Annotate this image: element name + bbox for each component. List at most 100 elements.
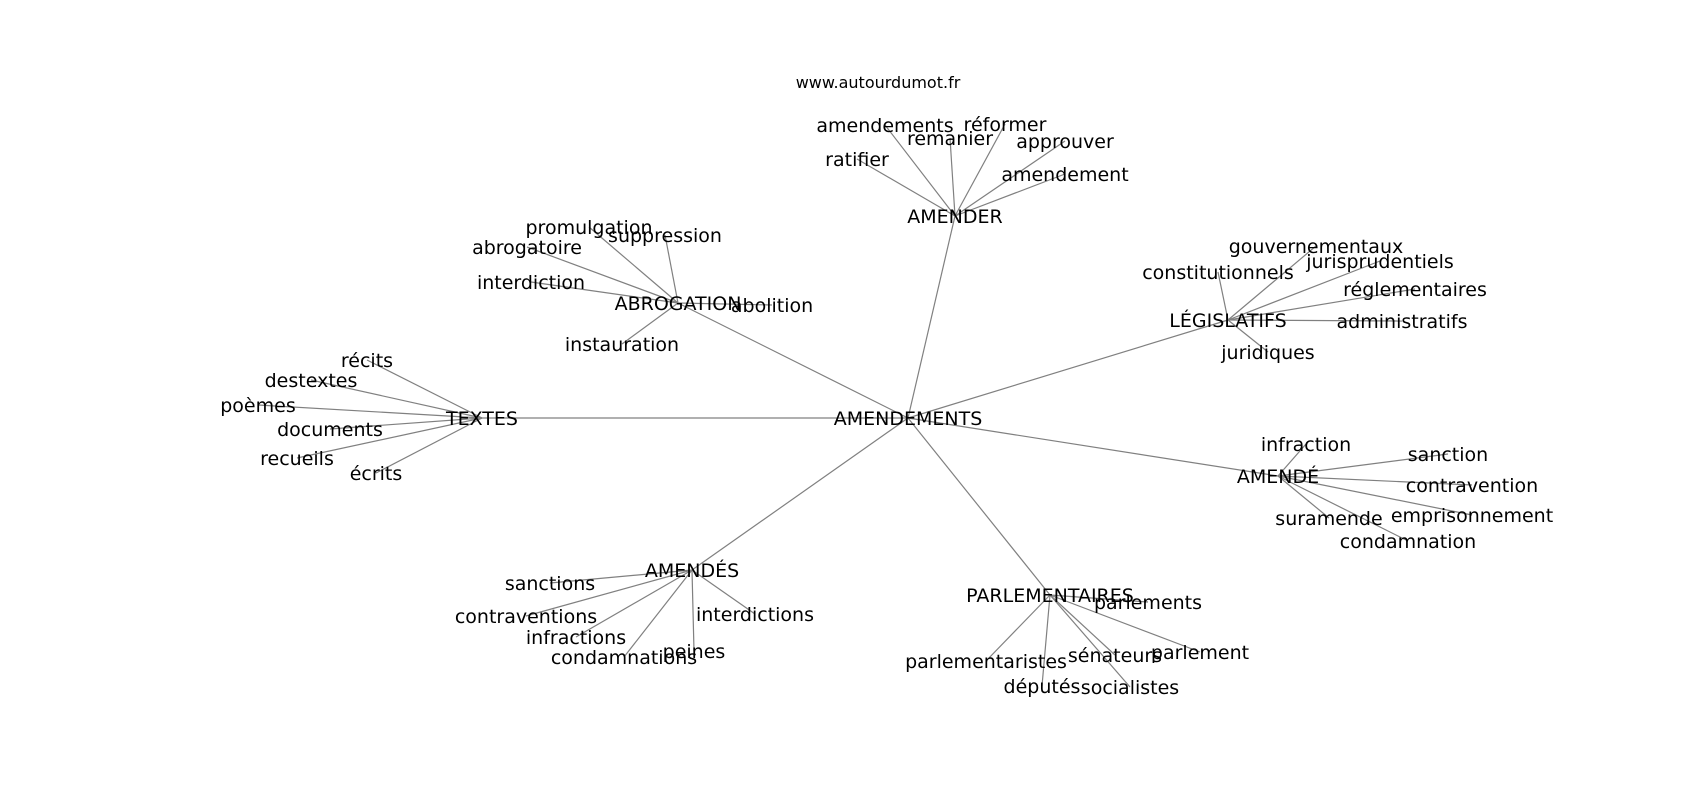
hub-node-amender: AMENDER: [907, 206, 1002, 228]
edge-amendes-condamnations: [623, 569, 693, 658]
edge-amende-contravention: [1277, 475, 1473, 486]
edge-amendes-peines: [691, 569, 695, 652]
edge-legislatifs-constitutionnels: [1217, 271, 1229, 321]
edge-amender-amendement: [954, 173, 1066, 217]
edge-amendes-interdictions: [691, 569, 756, 615]
source-label: www.autourdumot.fr: [796, 73, 961, 92]
edge-center-amender: [907, 215, 956, 419]
leaf-node-parlements: parlements: [1094, 592, 1202, 614]
edge-legislatifs-reglementaires: [1227, 288, 1416, 321]
edge-abrogation-abolition: [677, 302, 773, 306]
leaf-node-suramende: suramende: [1275, 508, 1382, 530]
leaf-node-abrogatoire: abrogatoire: [472, 237, 582, 259]
graph-labels: www.autourdumot.fr AMENDEMENTS AMENDER ame…: [220, 73, 1553, 699]
center-node-label: AMENDEMENTS: [834, 408, 983, 430]
edge-amende-infraction: [1277, 443, 1307, 477]
leaf-node-juridiques: juridiques: [1220, 342, 1314, 364]
edge-center-amendes: [691, 417, 909, 571]
leaf-node-documents: documents: [277, 419, 383, 441]
leaf-node-peines: peines: [663, 641, 726, 663]
edge-textes-recueils: [296, 417, 483, 459]
edge-legislatifs-juridiques: [1227, 319, 1269, 353]
leaf-node-constitutionnels: constitutionnels: [1142, 262, 1294, 284]
edge-center-legislatifs: [907, 319, 1229, 419]
leaf-node-emprisonnement: emprisonnement: [1391, 505, 1553, 527]
edge-abrogation-abrogatoire: [526, 246, 679, 304]
edge-legislatifs-administratifs: [1227, 319, 1403, 322]
hub-node-parlementaires: PARLEMENTAIRES: [966, 585, 1134, 607]
leaf-node-condamnation: condamnation: [1340, 531, 1476, 553]
leaf-node-recits: récits: [341, 350, 393, 372]
edge-amender-amendements: [884, 124, 956, 217]
leaf-node-approuver: approuver: [1016, 131, 1114, 153]
leaf-node-infraction: infraction: [1261, 434, 1351, 456]
edge-amende-condamnation: [1277, 475, 1409, 542]
leaf-node-reglementaires: réglementaires: [1343, 279, 1487, 301]
edge-abrogation-interdiction: [530, 281, 679, 304]
edge-amender-remanier: [949, 137, 956, 217]
edge-parlementaires-senateurs: [1049, 594, 1116, 656]
leaf-node-recueils: recueils: [260, 448, 334, 470]
edge-parlementaires-parlements: [1049, 594, 1149, 603]
edge-amendes-sanctions: [549, 569, 693, 584]
leaf-node-contravention: contravention: [1406, 475, 1538, 497]
leaf-node-gouvernementaux: gouvernementaux: [1229, 236, 1404, 258]
edge-amende-emprisonnement: [1277, 475, 1473, 516]
edge-amender-ratifier: [856, 158, 956, 217]
edge-amender-reformer: [954, 123, 1006, 217]
edge-textes-poemes: [257, 404, 483, 419]
leaf-node-infractions: infractions: [526, 627, 626, 649]
leaf-node-sanctions: sanctions: [505, 573, 595, 595]
leaf-node-jurisprudentiels: jurisprudentiels: [1305, 251, 1454, 273]
edge-center-abrogation: [677, 302, 909, 419]
leaf-node-poemes: poèmes: [220, 395, 295, 417]
leaf-node-socialistes: socialistes: [1081, 677, 1179, 699]
edge-textes-documents: [329, 417, 483, 430]
edge-amendes-contraventions: [525, 569, 693, 617]
edge-textes-destextes: [310, 379, 483, 419]
leaf-node-destextes: destextes: [265, 370, 358, 392]
leaf-node-interdictions: interdictions: [696, 604, 814, 626]
edge-center-amende: [907, 417, 1279, 477]
edge-amendes-infractions: [575, 569, 693, 638]
leaf-node-deputes: députés: [1004, 676, 1081, 698]
edge-abrogation-instauration: [621, 302, 679, 345]
hub-node-abrogation: ABROGATION: [615, 293, 742, 315]
leaf-node-reformer: réformer: [964, 114, 1047, 136]
leaf-node-ratifier: ratifier: [825, 149, 889, 171]
leaf-node-ecrits: écrits: [350, 463, 403, 485]
edge-abrogation-promulgation: [588, 226, 679, 304]
leaf-node-amendement: amendement: [1001, 164, 1128, 186]
hub-node-amendes: AMENDÉS: [645, 559, 739, 582]
edge-textes-recits: [366, 359, 483, 419]
hub-node-textes: TEXTES: [445, 408, 518, 430]
leaf-node-parlement: parlement: [1151, 642, 1249, 664]
leaf-node-condamnations: condamnations: [551, 647, 697, 669]
leaf-node-sanction: sanction: [1408, 444, 1488, 466]
edge-amende-suramende: [1277, 475, 1330, 519]
edge-amender-approuver: [954, 140, 1066, 217]
leaf-node-interdiction: interdiction: [477, 272, 585, 294]
hub-node-amende: AMENDÉ: [1237, 465, 1319, 488]
leaf-node-amendements: amendements: [816, 115, 953, 137]
leaf-node-administratifs: administratifs: [1337, 311, 1468, 333]
leaf-node-parlementaristes: parlementaristes: [905, 651, 1067, 673]
leaf-node-suppression: suppression: [608, 225, 722, 247]
edge-abrogation-suppression: [664, 234, 679, 304]
graph-edges: [257, 123, 1473, 688]
edge-amende-sanction: [1277, 453, 1449, 477]
leaf-node-instauration: instauration: [565, 334, 679, 356]
edge-parlementaires-parlement: [1049, 594, 1201, 653]
leaf-node-remanier: remanier: [907, 128, 993, 150]
leaf-node-promulgation: promulgation: [525, 217, 652, 239]
leaf-node-contraventions: contraventions: [455, 606, 597, 628]
leaf-node-senateurs: sénateurs: [1068, 645, 1162, 667]
edge-parlementaires-parlementaristes: [985, 594, 1051, 662]
edge-textes-ecrits: [375, 417, 483, 474]
edge-parlementaires-socialistes: [1049, 594, 1131, 688]
hub-node-legislatifs: LÉGISLATIFS: [1169, 309, 1286, 332]
edge-legislatifs-gouvernementaux: [1227, 245, 1317, 321]
edge-parlementaires-deputes: [1041, 594, 1051, 687]
edge-center-parlementaires: [907, 417, 1051, 596]
